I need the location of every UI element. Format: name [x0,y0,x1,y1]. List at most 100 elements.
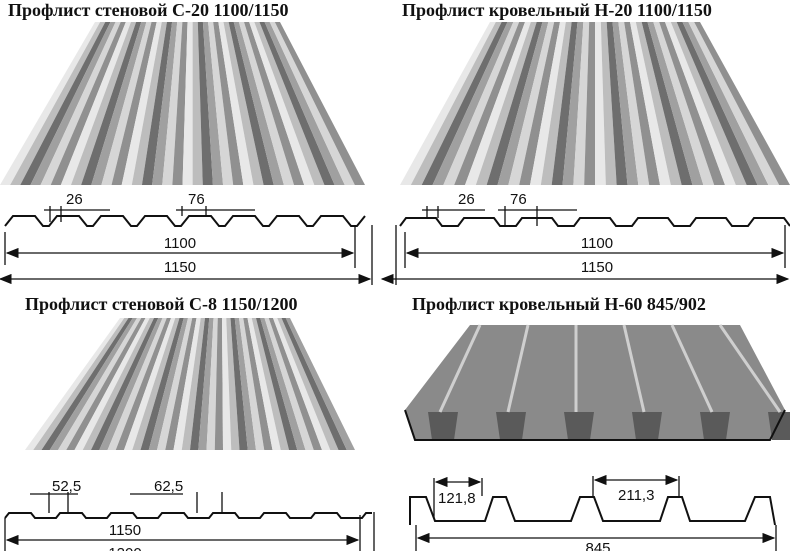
sheet-c8-strip [281,318,347,450]
sheet-c8-strip [260,318,306,450]
sheet-h20-strip [653,22,715,185]
sheet-h60-rib [700,412,730,440]
sheet-c20-strip [228,22,274,185]
sheet-c8-strip [165,318,197,450]
sheet-h20-strip [688,22,780,185]
sheet-c8-strip [25,318,125,450]
dim-c8-52-5: 52,5 [52,478,81,495]
sheet-c8-strip [157,318,193,450]
sheet-c8-strip [181,318,205,450]
sheet-h20-strip [475,22,537,185]
sheet-h60-rib [496,412,526,440]
sheet-h20-strip [676,22,758,185]
sheet-h20-strip [562,22,584,185]
sheet-h20-strip [573,22,590,185]
sheet-h60-rib [428,412,458,440]
sheet-h20-strip [647,22,704,185]
sheet-c20-strip [172,22,188,185]
sheet-h20-strip [584,22,595,185]
sheet-c8-strip [107,318,167,450]
sheet-h20-strip [465,22,531,185]
dim-c20-26: 26 [66,191,83,208]
sheet-c20-strip [192,22,203,185]
sheet-h20-strip [670,22,747,185]
sheet-c8-strip [214,318,223,450]
sheet-c8-strip [198,318,214,450]
sheet-h20-strip [630,22,671,185]
dimension-lines [0,206,790,551]
dim-h20-1100: 1100 [581,235,613,252]
sheet-h20-strip [641,22,693,185]
sheet-c20-strip [0,22,101,185]
dim-c20-1150: 1150 [164,259,196,276]
sheet-c8-strip [173,318,201,450]
sheet-c20-strip [30,22,116,185]
sheet-c8-strip [132,318,180,450]
sheet-c20-strip [182,22,193,185]
dim-c8-1200: 1200 [108,545,141,551]
profile-h20 [399,217,790,227]
sheet-c8-strip [226,318,240,450]
sheet-c20-strip [249,22,315,185]
sheet-h20-strip [595,22,606,185]
sheet-c20-strip [131,22,167,185]
sheet-h20-strip [454,22,525,185]
sheet-c20-strip [213,22,244,185]
sheet-c20-strip [20,22,111,185]
sheet-c20-strip [274,22,365,185]
sheet-c8-strip [99,318,163,450]
sheet-c8-strip [285,318,355,450]
dim-h20-1150: 1150 [581,259,613,276]
sheet-h60-edge [404,409,786,441]
profiles [4,215,790,526]
sheet-c8-strip [239,318,265,450]
sheet-h20-strip [606,22,628,185]
sheet-c20-strip [50,22,126,185]
sheet-h60-highlight [718,324,782,413]
sheet-c20-strip [233,22,284,185]
sheet-c20-strip [202,22,224,185]
dim-c20-1100: 1100 [164,235,196,252]
profile-c8 [4,512,372,519]
dim-c20-76: 76 [188,191,205,208]
sheet-c8-strip [148,318,188,450]
sheet-h20-strip [624,22,660,185]
sheet-c8-strip [277,318,339,450]
sheet-c20-strip [254,22,325,185]
sheet-c20-strip [60,22,131,185]
sheet-c20-strip [121,22,162,185]
sheet-h20-strip [400,22,496,185]
sheet-c20-strip [208,22,234,185]
sheet-h60-highlight [670,324,714,413]
sheet-h20-strip [410,22,502,185]
sheet-c8-strip [140,318,184,450]
title-c20: Профлист стеновой С-20 1100/1150 [8,0,289,20]
sheet-c8-strip [222,318,232,450]
sheet-c20-strip [238,22,295,185]
sheet-c8-strip [49,318,137,450]
sheet-h20-strip [508,22,555,185]
title-h20: Профлист кровельный Н-20 1100/1150 [402,0,712,20]
sheet-c20-strip [197,22,213,185]
sheet-c8-strip [247,318,281,450]
sheet-h20-strip [618,22,650,185]
sheet-h60-highlight [506,324,530,413]
sheet-c20-strip [91,22,147,185]
sheet-c20-strip [10,22,106,185]
sheet-h60-highlight [622,324,646,413]
profile-c20 [4,215,366,227]
dim-h60-121-8: 121,8 [438,490,476,507]
sheet-c20-strip [218,22,254,185]
profile-h60 [409,496,776,526]
sheet-h60 [405,325,785,440]
sheet-h60-rib [632,412,662,440]
sheet-h20-strip [530,22,566,185]
sheet-c8-strip [74,318,150,450]
sheet-h20-strip [635,22,682,185]
sheet-c8-strip [41,318,133,450]
sheet-c20-strip [111,22,157,185]
sheet-c8-strip [58,318,142,450]
sheet-h20-strip [659,22,725,185]
sheet-h20-strip [612,22,639,185]
